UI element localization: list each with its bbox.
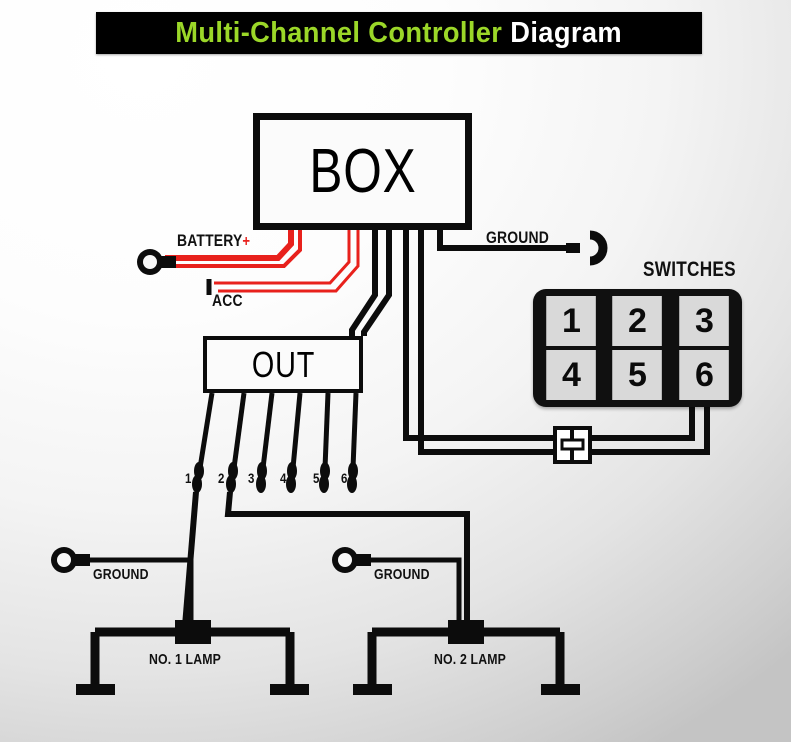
output-channel-label-6: 6 (341, 470, 348, 486)
switch-label-1: 1 (561, 301, 581, 340)
lamp1-ground-wire (51, 547, 194, 626)
lamp2-ground-ring-terminal (332, 547, 371, 573)
acc-label: ACC (212, 291, 243, 310)
output-channel-label-3: 3 (248, 470, 255, 486)
switch-button-2[interactable]: 2 (612, 296, 663, 346)
switch-button-1[interactable]: 1 (546, 296, 597, 346)
switch-panel-wires (590, 407, 710, 455)
switch-label-3: 3 (694, 301, 714, 340)
switch-button-4[interactable]: 4 (546, 350, 597, 400)
output-channel-label-1: 1 (185, 470, 192, 486)
lamp2-label: NO. 2 LAMP (434, 651, 507, 668)
title-text: Multi-Channel Controller Diagram (176, 17, 623, 50)
switch-label-4: 4 (561, 355, 581, 394)
battery-ring-terminal (137, 249, 176, 275)
output-channel-label-2: 2 (218, 470, 225, 486)
output-channel-label-4: 4 (280, 470, 287, 486)
switch-button-6[interactable]: 6 (678, 350, 729, 400)
switch-label-2: 2 (628, 301, 647, 340)
lamp2-ground-label: GROUND (374, 566, 430, 583)
lamp1-ground-label: GROUND (93, 566, 149, 583)
lamp1-ground-ring-terminal (51, 547, 90, 573)
box-to-out-wires (349, 230, 392, 336)
switch-panel[interactable]: 1 2 3 4 5 6 (533, 289, 742, 407)
battery-plus-symbol: + (242, 233, 251, 250)
output-channel-label-5: 5 (313, 470, 320, 486)
output-leads (182, 392, 470, 627)
output-block-label: OUT (251, 343, 315, 385)
title-secondary: Diagram (510, 16, 623, 49)
switch-button-5[interactable]: 5 (612, 350, 663, 400)
inline-connector (553, 426, 592, 464)
battery-positive-wire (137, 230, 302, 275)
box-ground-wire (437, 230, 608, 266)
switch-button-3[interactable]: 3 (678, 296, 729, 346)
lamp-2 (353, 620, 580, 695)
battery-positive-label: BATTERY+ (177, 231, 251, 250)
title-banner: Multi-Channel Controller Diagram (96, 12, 702, 54)
output-block[interactable]: OUT (203, 336, 363, 393)
switch-label-5: 5 (628, 355, 647, 394)
box-to-switch-wires (403, 230, 554, 455)
lamp2-ground-wire (332, 547, 462, 626)
lamp-1 (76, 620, 309, 695)
title-primary: Multi-Channel Controller (175, 16, 503, 49)
controller-box[interactable]: BOX (253, 113, 472, 230)
controller-box-label: BOX (308, 137, 417, 206)
box-ground-label: GROUND (486, 228, 549, 247)
lamp1-label: NO. 1 LAMP (149, 651, 222, 668)
switch-label-6: 6 (694, 355, 714, 394)
switches-heading: SWITCHES (643, 258, 736, 281)
acc-wire (206, 230, 360, 295)
